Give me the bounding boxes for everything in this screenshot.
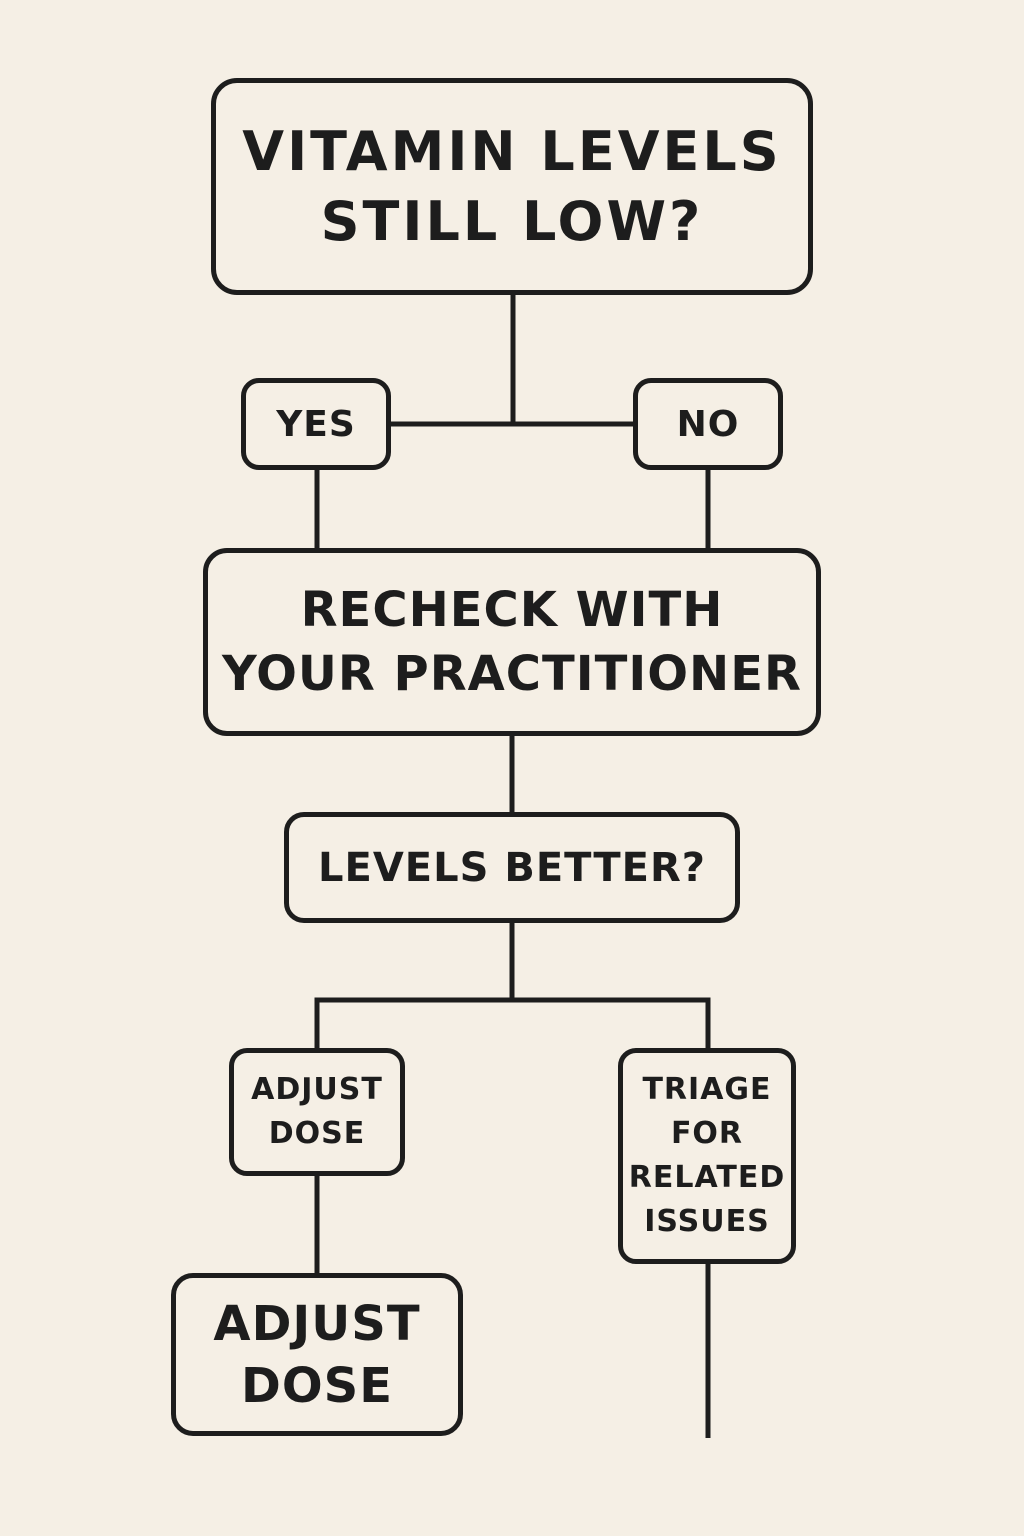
step-adjust-dose: ADJUST DOSE [229, 1048, 405, 1176]
decision-levels-better: LEVELS BETTER? [284, 812, 740, 923]
branch-yes: YES [241, 378, 391, 470]
decision-vitamin-levels-still-low: VITAMIN LEVELS STILL LOW? [211, 78, 813, 295]
step-triage-related-issues: TRIAGE FOR RELATED ISSUES [618, 1048, 796, 1264]
step-adjust-dose-final: ADJUST DOSE [171, 1273, 463, 1436]
branch-no: NO [633, 378, 783, 470]
connector-split [314, 997, 711, 1048]
step-recheck-with-practitioner: RECHECK WITH YOUR PRACTITIONER [203, 548, 821, 736]
